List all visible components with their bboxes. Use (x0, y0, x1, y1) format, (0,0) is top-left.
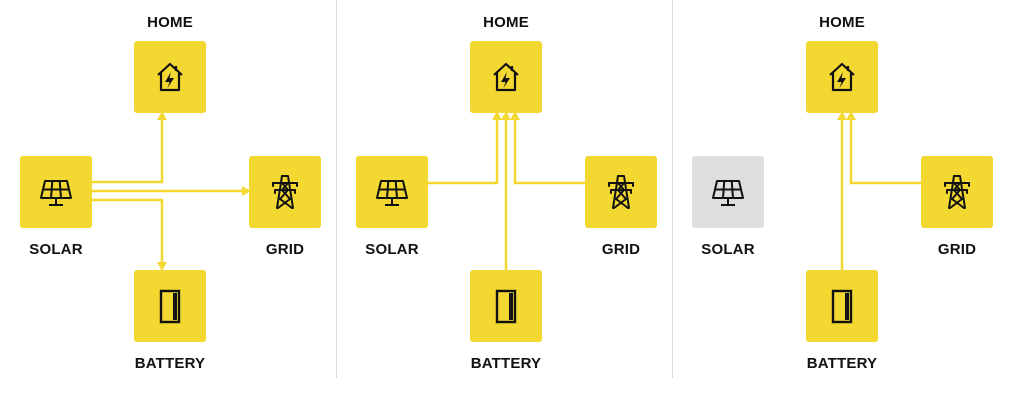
battery-box (806, 270, 878, 342)
battery-icon (831, 289, 853, 324)
arrow-head (501, 111, 511, 120)
panel-divider (672, 0, 673, 378)
grid-label: GRID (265, 241, 305, 258)
arrow-head (242, 186, 251, 196)
home-label: HOME (819, 14, 865, 31)
grid-box (921, 156, 993, 228)
home-bolt-icon (157, 62, 183, 92)
home-bolt-icon (493, 62, 519, 92)
battery-icon (495, 289, 517, 324)
flow-line-solar-to-battery (92, 198, 164, 264)
grid-box (585, 156, 657, 228)
solar-label: SOLAR (365, 241, 419, 258)
arrow-head (510, 111, 520, 120)
arrow-head (837, 111, 847, 120)
power-tower-icon (608, 175, 634, 209)
solar-panel-icon (712, 180, 744, 206)
battery-label: BATTERY (806, 355, 878, 372)
solar-label: SOLAR (701, 241, 755, 258)
diagram-panel-1: HOME SOLAR (0, 0, 336, 417)
arrow-head (157, 111, 167, 120)
solar-label: SOLAR (29, 241, 83, 258)
home-label: HOME (147, 14, 193, 31)
flow-line-grid-to-home (849, 118, 921, 185)
battery-icon (159, 289, 181, 324)
panel-divider (336, 0, 337, 378)
battery-label: BATTERY (134, 355, 206, 372)
power-tower-icon (944, 175, 970, 209)
solar-box (356, 156, 428, 228)
solar-panel-icon (376, 180, 408, 206)
home-box (134, 41, 206, 113)
battery-box (470, 270, 542, 342)
diagram-panel-2: HOME SOLAR (336, 0, 672, 417)
flow-lines (428, 111, 585, 270)
arrow-head (846, 111, 856, 120)
solar-panel-icon (40, 180, 72, 206)
solar-box (692, 156, 764, 228)
flow-line-solar-to-home (428, 118, 499, 185)
power-tower-icon (272, 175, 298, 209)
grid-label: GRID (937, 241, 977, 258)
battery-label: BATTERY (470, 355, 542, 372)
battery-box (134, 270, 206, 342)
flow-line-grid-to-home (513, 118, 585, 185)
grid-box (249, 156, 321, 228)
solar-box (20, 156, 92, 228)
diagram-panel-3: HOME SOLAR (672, 0, 1008, 417)
flow-line-solar-to-home (92, 118, 164, 184)
home-bolt-icon (829, 62, 855, 92)
grid-label: GRID (601, 241, 641, 258)
arrow-head (157, 262, 167, 271)
arrow-head (492, 111, 502, 120)
flow-lines (92, 111, 251, 271)
home-box (806, 41, 878, 113)
flow-lines (837, 111, 921, 270)
home-label: HOME (483, 14, 529, 31)
home-box (470, 41, 542, 113)
